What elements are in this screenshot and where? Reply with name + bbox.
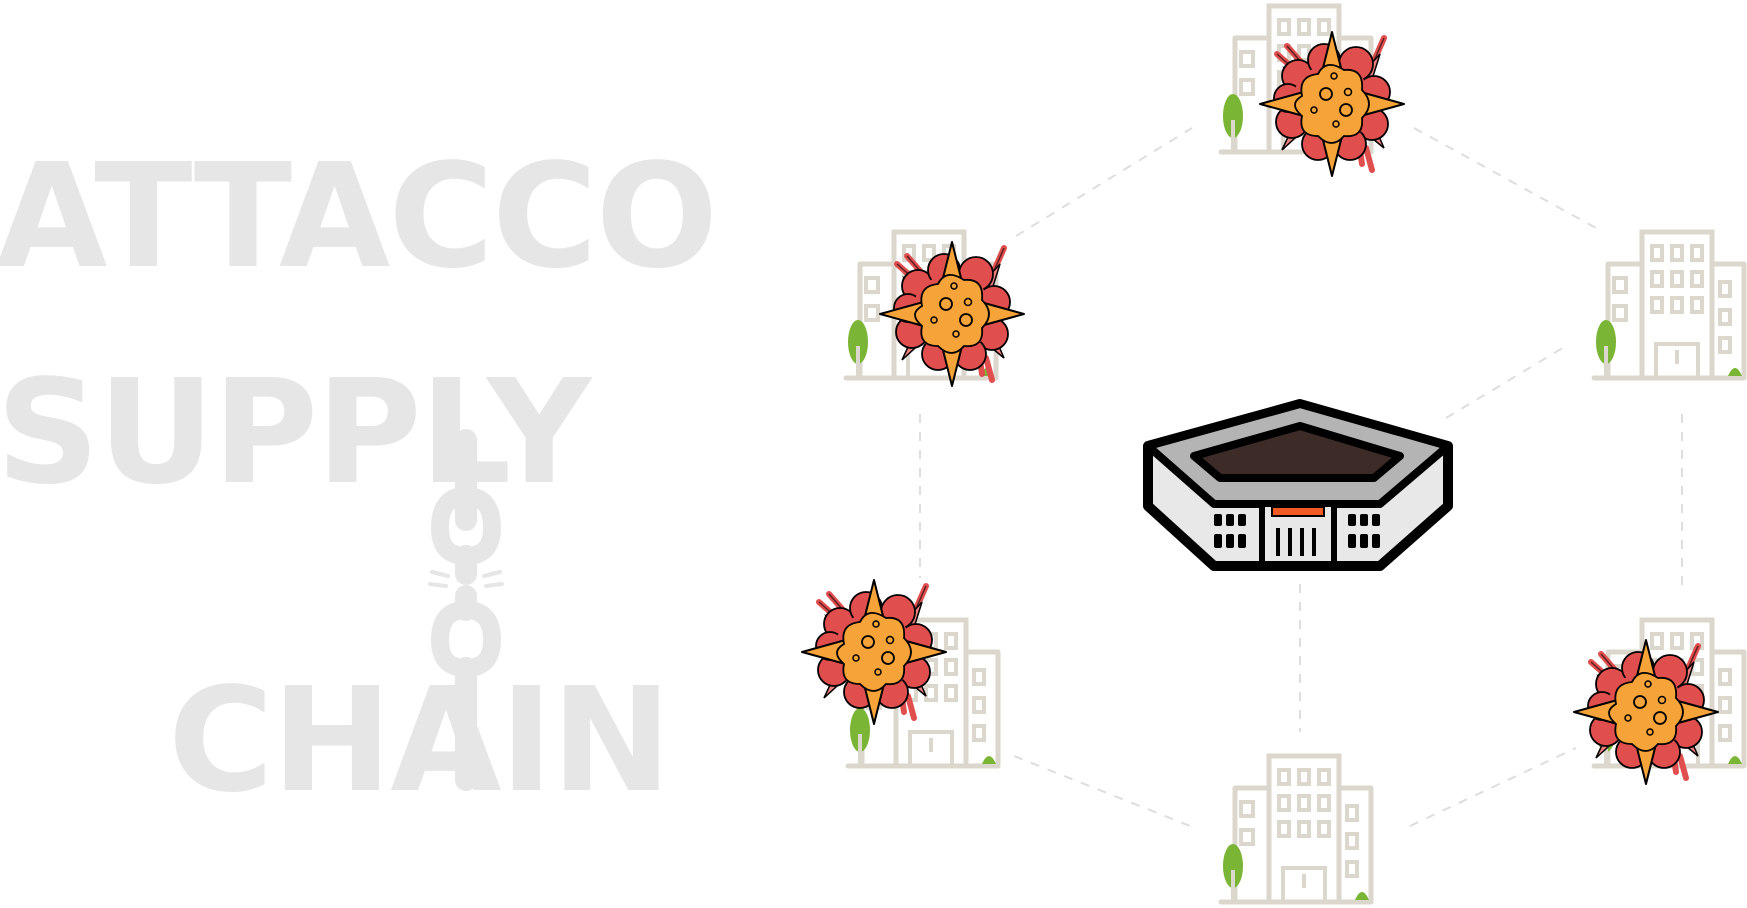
broken-chain-icon — [428, 429, 504, 791]
connector-line — [1413, 127, 1597, 229]
title-word-attacco: ATTACCO — [0, 132, 718, 300]
title-word-supply: SUPPLY — [0, 348, 591, 516]
connector-line — [1445, 345, 1567, 419]
title-word-chain: CHAIN — [168, 656, 672, 824]
connector-line — [1013, 755, 1191, 827]
network-hub-icon — [1143, 399, 1453, 571]
connector-line — [1015, 127, 1193, 237]
explosion-icon — [880, 242, 1024, 386]
explosion-icon — [802, 580, 946, 724]
connector-line — [1409, 747, 1577, 827]
office-building-icon — [1221, 756, 1371, 902]
connector-lines — [919, 127, 1683, 827]
office-building-icon — [1594, 232, 1744, 378]
